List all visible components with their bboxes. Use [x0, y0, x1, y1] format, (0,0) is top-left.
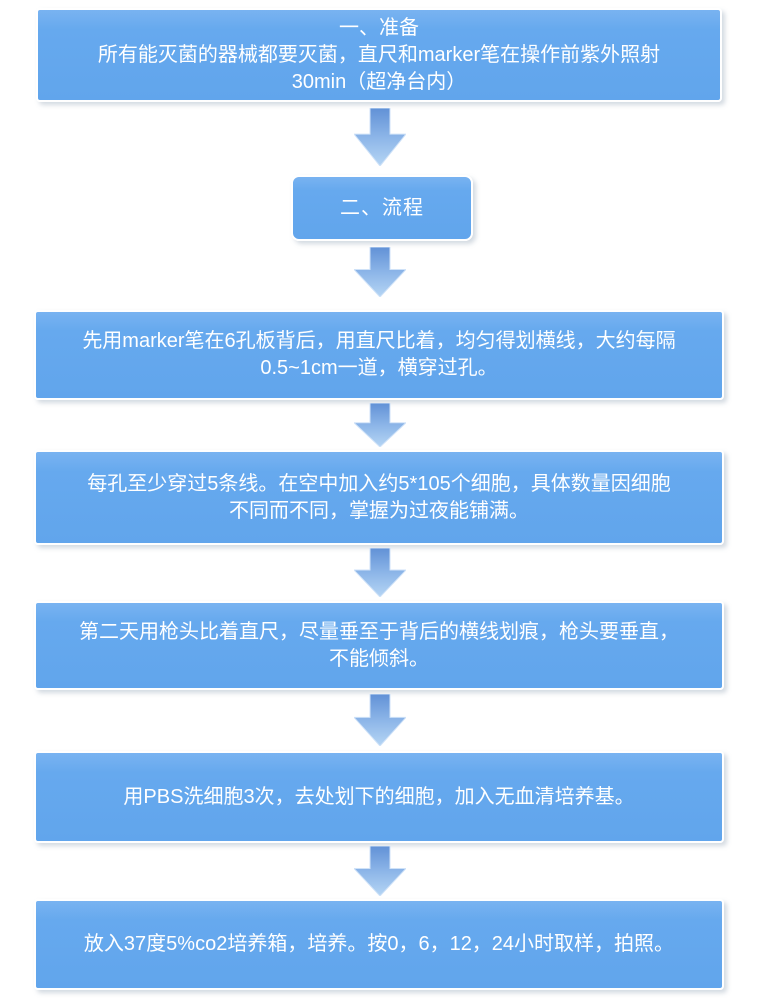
step-line: 不同而不同，掌握为过夜能铺满。	[229, 499, 529, 522]
down-arrow-icon	[354, 694, 406, 746]
step-line: 放入37度5%co2培养箱，培养。按0，6，12，24小时取样，拍照。	[83, 933, 675, 955]
flow-step-seed-cells: 每孔至少穿过5条线。在空中加入约5*105个细胞，具体数量因细胞 不同而不同，掌…	[34, 450, 724, 545]
down-arrow-icon	[354, 247, 406, 297]
flow-step-incubate: 放入37度5%co2培养箱，培养。按0，6，12，24小时取样，拍照。	[34, 899, 724, 990]
step-line: 先用marker笔在6孔板背后，用直尺比着，均匀得划横线，大约每隔	[82, 330, 676, 352]
step-line: 所有能灭菌的器械都要灭菌，直尺和marker笔在操作前紫外照射	[97, 43, 661, 66]
step-line: 一、准备	[339, 16, 419, 39]
flow-step-process-header: 二、流程	[291, 175, 473, 241]
flow-step-scratch: 第二天用枪头比着直尺，尽量垂至于背后的横线划痕，枪头要垂直， 不能倾斜。	[34, 601, 724, 690]
flow-step-prepare-header: 一、准备 所有能灭菌的器械都要灭菌，直尺和marker笔在操作前紫外照射 30m…	[36, 8, 722, 102]
step-line: 不能倾斜。	[329, 647, 429, 670]
step-line: 30min（超净台内）	[291, 70, 467, 93]
flow-step-draw-lines: 先用marker笔在6孔板背后，用直尺比着，均匀得划横线，大约每隔 0.5~1c…	[34, 310, 724, 400]
step-line: 第二天用枪头比着直尺，尽量垂至于背后的横线划痕，枪头要垂直，	[79, 620, 679, 643]
step-line: 二、流程	[340, 196, 424, 219]
down-arrow-icon	[354, 108, 406, 166]
step-line: 每孔至少穿过5条线。在空中加入约5*105个细胞，具体数量因细胞	[87, 472, 671, 495]
flow-step-wash-pbs: 用PBS洗细胞3次，去处划下的细胞，加入无血清培养基。	[34, 751, 724, 843]
down-arrow-icon	[354, 548, 406, 597]
down-arrow-icon	[354, 403, 406, 447]
step-line: 用PBS洗细胞3次，去处划下的细胞，加入无血清培养基。	[123, 785, 635, 808]
down-arrow-icon	[354, 846, 406, 896]
step-line: 0.5~1cm一道，横穿过孔。	[260, 357, 498, 379]
